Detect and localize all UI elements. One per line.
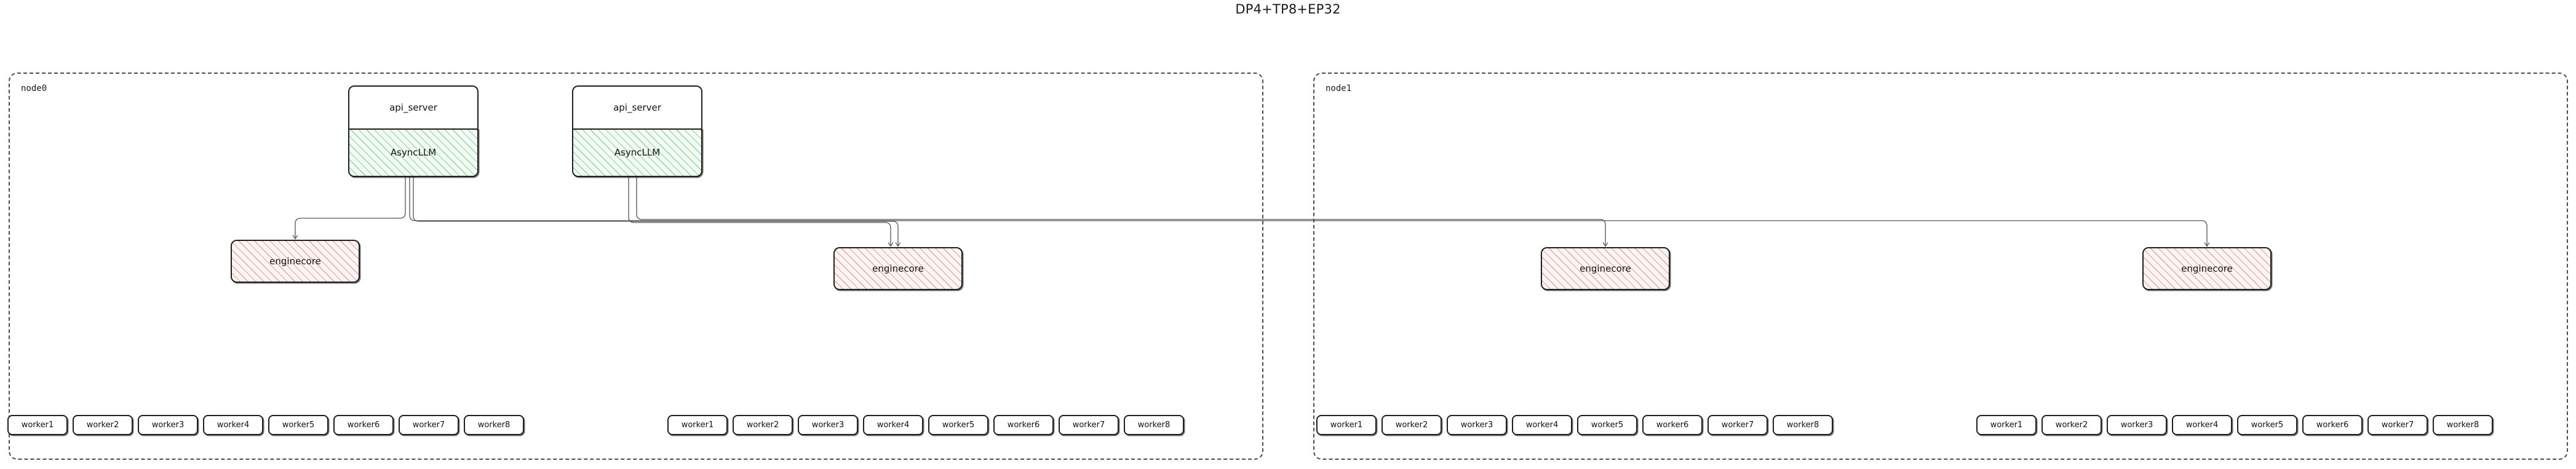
worker-box-node1-ec0-workers-2[interactable]: worker2 (1381, 415, 1442, 435)
worker-box-node1-ec1-workers-2[interactable]: worker2 (2041, 415, 2102, 435)
worker-box-node0-ec1-workers-8-label: worker8 (1137, 420, 1171, 430)
worker-box-node0-ec1-workers-7[interactable]: worker7 (1059, 415, 1119, 435)
worker-box-node1-ec0-workers-3[interactable]: worker3 (1447, 415, 1507, 435)
worker-box-node0-ec0-workers-3-label: worker3 (151, 420, 185, 430)
worker-box-node0-ec0-workers-5-label: worker5 (282, 420, 315, 430)
worker-box-node1-ec1-workers-1[interactable]: worker1 (1976, 415, 2037, 435)
worker-box-node0-ec0-workers-8-label: worker8 (477, 420, 511, 430)
worker-box-node1-ec1-workers-6-label: worker6 (2316, 420, 2349, 430)
worker-box-node1-ec1-workers-4[interactable]: worker4 (2172, 415, 2232, 435)
worker-box-node1-ec1-workers-5-label: worker5 (2251, 420, 2284, 430)
enginecore-box-node0-ec1-label: enginecore (872, 262, 924, 274)
worker-box-node0-ec0-workers-1-label: worker1 (21, 420, 54, 430)
worker-box-node1-ec0-workers-6[interactable]: worker6 (1642, 415, 1703, 435)
worker-box-node0-ec1-workers-6[interactable]: worker6 (993, 415, 1054, 435)
worker-box-node0-ec0-workers-2[interactable]: worker2 (73, 415, 133, 435)
worker-box-node0-ec0-workers-4[interactable]: worker4 (203, 415, 263, 435)
worker-box-node0-ec0-workers-3[interactable]: worker3 (138, 415, 198, 435)
worker-box-node1-ec0-workers-5-label: worker5 (1591, 420, 1624, 430)
worker-box-node1-ec1-workers-3-label: worker3 (2120, 420, 2153, 430)
worker-box-node1-ec1-workers-6[interactable]: worker6 (2302, 415, 2363, 435)
worker-box-node0-ec1-workers-7-label: worker7 (1072, 420, 1105, 430)
enginecore-box-node0-ec1[interactable]: enginecore (833, 247, 963, 290)
node-label-node0: node0 (21, 84, 47, 93)
api-server-box-node0-api1[interactable]: api_server (572, 85, 702, 128)
worker-box-node1-ec1-workers-8-label: worker8 (2446, 420, 2479, 430)
asyncllm-box-node0-api1-label: AsyncLLM (614, 147, 661, 158)
worker-box-node1-ec0-workers-1[interactable]: worker1 (1316, 415, 1377, 435)
worker-box-node0-ec1-workers-3-label: worker3 (811, 420, 845, 430)
api-server-box-node0-api1-label: api_server (613, 101, 661, 113)
worker-box-node1-ec1-workers-1-label: worker1 (1990, 420, 2023, 430)
worker-box-node0-ec1-workers-2[interactable]: worker2 (733, 415, 793, 435)
api-server-box-node0-api0-label: api_server (389, 101, 437, 113)
node-cluster-node1: node1 (1313, 73, 2568, 460)
page-title: DP4+TP8+EP32 (1235, 2, 1341, 17)
asyncllm-box-node0-api0-label: AsyncLLM (390, 147, 437, 158)
worker-box-node0-ec0-workers-7[interactable]: worker7 (399, 415, 459, 435)
worker-box-node1-ec0-workers-4[interactable]: worker4 (1512, 415, 1572, 435)
enginecore-box-node0-ec0[interactable]: enginecore (231, 240, 360, 283)
worker-box-node1-ec0-workers-3-label: worker3 (1460, 420, 1493, 430)
worker-box-node0-ec0-workers-1[interactable]: worker1 (7, 415, 68, 435)
worker-box-node1-ec0-workers-8[interactable]: worker8 (1773, 415, 1833, 435)
worker-box-node0-ec0-workers-2-label: worker2 (86, 420, 119, 430)
worker-box-node0-ec1-workers-6-label: worker6 (1007, 420, 1040, 430)
worker-box-node1-ec1-workers-8[interactable]: worker8 (2433, 415, 2493, 435)
enginecore-box-node1-ec1-label: enginecore (2181, 262, 2233, 274)
worker-box-node1-ec1-workers-7-label: worker7 (2381, 420, 2414, 430)
worker-box-node0-ec0-workers-4-label: worker4 (217, 420, 250, 430)
node-label-node1: node1 (1326, 84, 1352, 93)
worker-box-node1-ec1-workers-4-label: worker4 (2185, 420, 2219, 430)
enginecore-box-node0-ec0-label: enginecore (269, 255, 321, 267)
worker-box-node1-ec0-workers-2-label: worker2 (1395, 420, 1428, 430)
worker-box-node0-ec1-workers-1-label: worker1 (681, 420, 714, 430)
worker-box-node0-ec1-workers-3[interactable]: worker3 (798, 415, 858, 435)
worker-box-node0-ec1-workers-5-label: worker5 (942, 420, 975, 430)
worker-box-node1-ec0-workers-1-label: worker1 (1330, 420, 1363, 430)
worker-box-node1-ec0-workers-4-label: worker4 (1525, 420, 1559, 430)
asyncllm-box-node0-api1[interactable]: AsyncLLM (572, 128, 702, 177)
worker-box-node0-ec1-workers-4-label: worker4 (877, 420, 910, 430)
worker-box-node1-ec0-workers-7[interactable]: worker7 (1707, 415, 1768, 435)
worker-box-node1-ec1-workers-5[interactable]: worker5 (2237, 415, 2297, 435)
worker-box-node1-ec1-workers-7[interactable]: worker7 (2367, 415, 2428, 435)
worker-box-node0-ec1-workers-1[interactable]: worker1 (667, 415, 728, 435)
worker-box-node1-ec0-workers-8-label: worker8 (1786, 420, 1819, 430)
worker-box-node1-ec0-workers-5[interactable]: worker5 (1577, 415, 1637, 435)
enginecore-box-node1-ec0-label: enginecore (1580, 262, 1631, 274)
worker-box-node0-ec0-workers-6-label: worker6 (347, 420, 380, 430)
worker-box-node0-ec1-workers-4[interactable]: worker4 (863, 415, 923, 435)
worker-box-node0-ec0-workers-8[interactable]: worker8 (464, 415, 524, 435)
worker-box-node0-ec0-workers-6[interactable]: worker6 (333, 415, 394, 435)
worker-box-node1-ec1-workers-3[interactable]: worker3 (2107, 415, 2167, 435)
asyncllm-box-node0-api0[interactable]: AsyncLLM (348, 128, 479, 177)
worker-box-node1-ec1-workers-2-label: worker2 (2055, 420, 2088, 430)
worker-box-node0-ec1-workers-5[interactable]: worker5 (928, 415, 988, 435)
worker-box-node1-ec0-workers-6-label: worker6 (1656, 420, 1689, 430)
api-server-box-node0-api0[interactable]: api_server (348, 85, 479, 128)
worker-box-node0-ec1-workers-2-label: worker2 (746, 420, 779, 430)
enginecore-box-node1-ec0[interactable]: enginecore (1541, 247, 1670, 290)
worker-box-node1-ec0-workers-7-label: worker7 (1721, 420, 1754, 430)
worker-box-node0-ec1-workers-8[interactable]: worker8 (1124, 415, 1184, 435)
worker-box-node0-ec0-workers-7-label: worker7 (412, 420, 445, 430)
node-cluster-node0: node0 (9, 73, 1263, 460)
enginecore-box-node1-ec1[interactable]: enginecore (2142, 247, 2272, 290)
worker-box-node0-ec0-workers-5[interactable]: worker5 (268, 415, 328, 435)
